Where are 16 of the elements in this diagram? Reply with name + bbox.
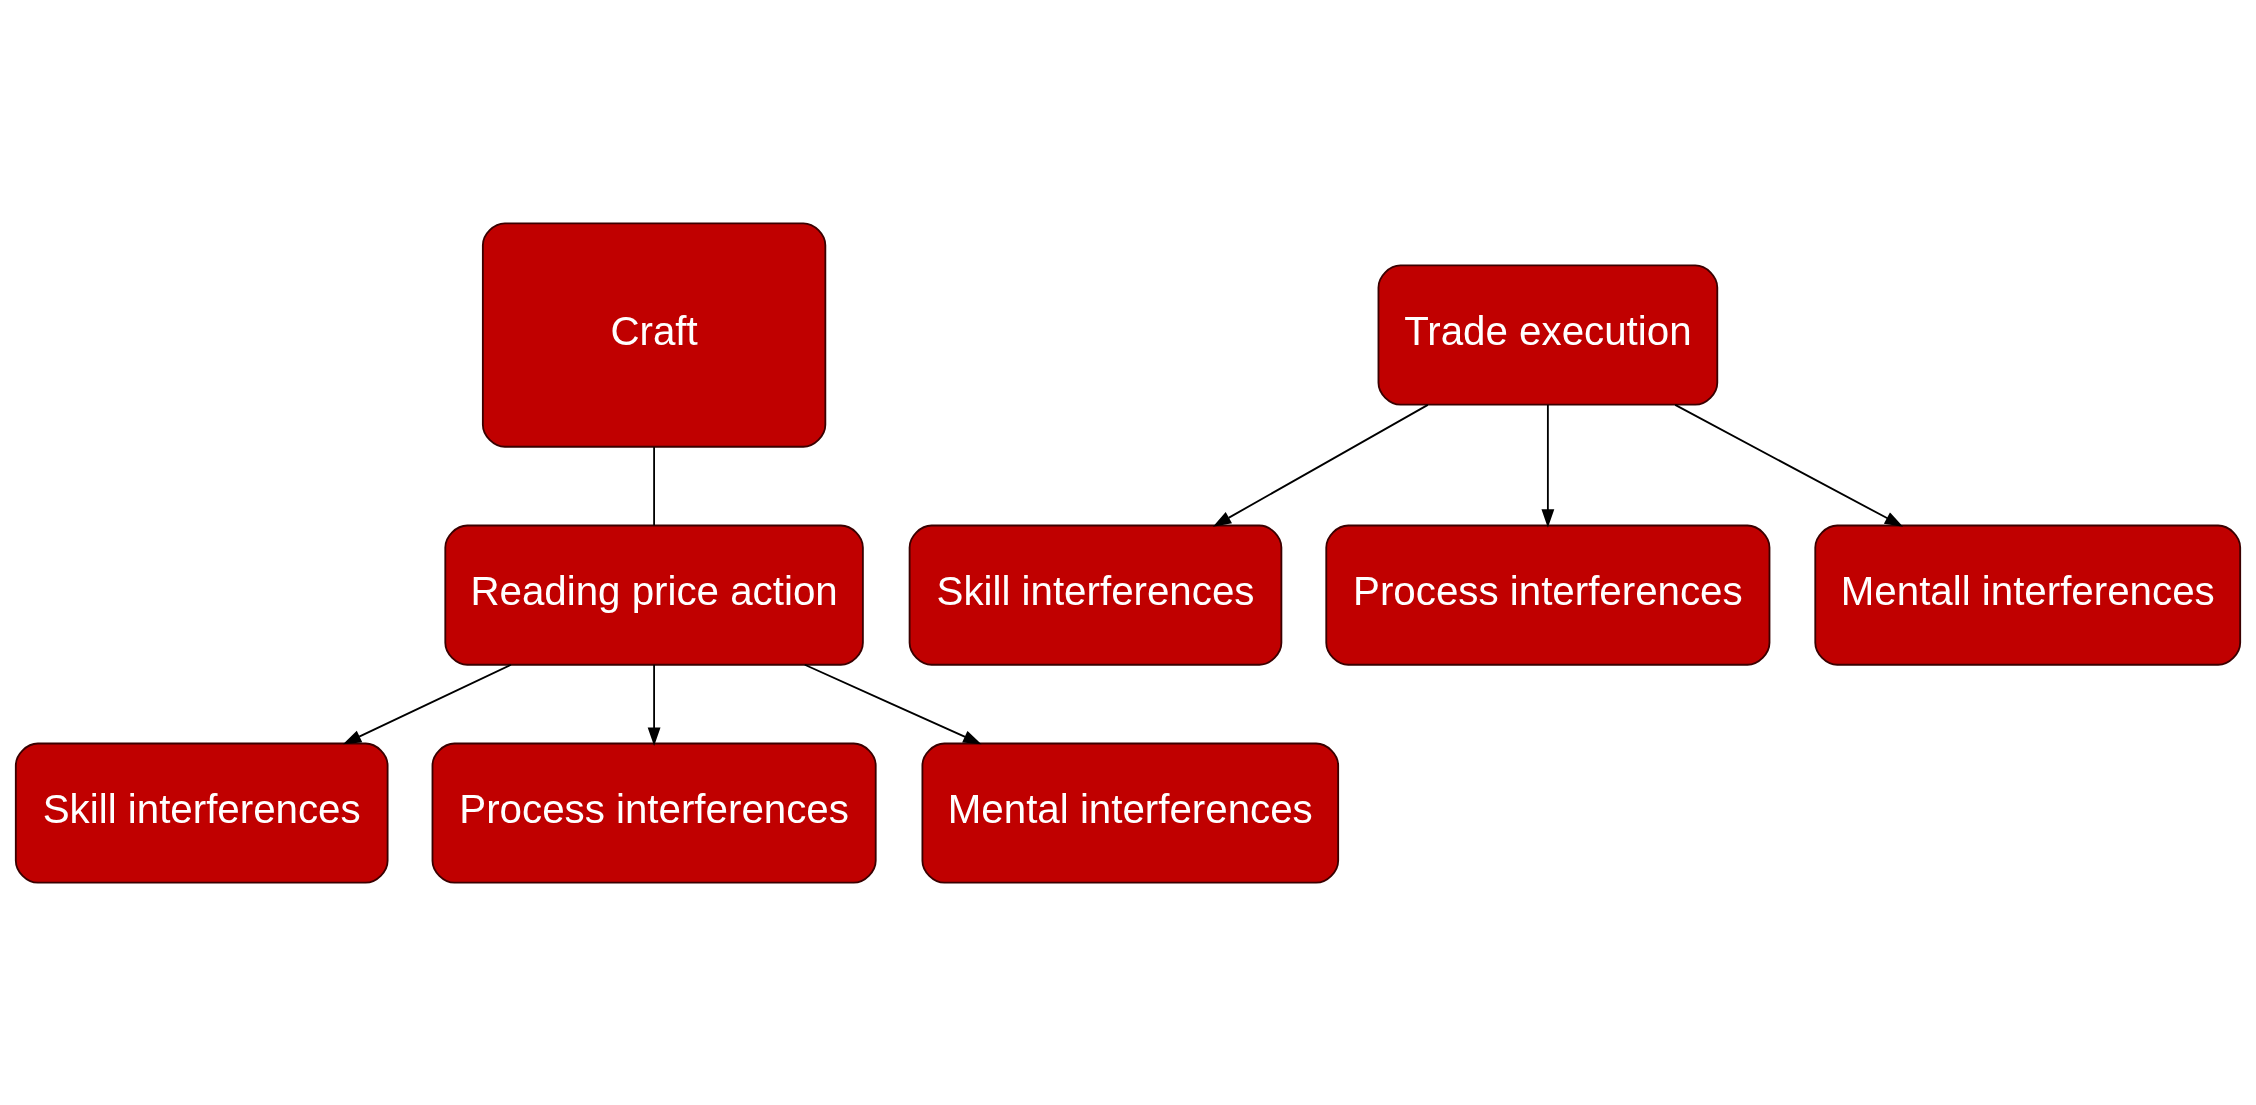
- node-box: Process interferences: [1325, 524, 1771, 666]
- arrow: [647, 663, 661, 746]
- arrow: [1674, 403, 1904, 527]
- node-box: Reading price action: [444, 524, 864, 666]
- node-box: Skill interferences: [14, 742, 389, 884]
- arrow: [1212, 403, 1429, 527]
- node-box: Skill interferences: [908, 524, 1283, 666]
- connector: [653, 445, 655, 526]
- node-box: Trade execution: [1377, 264, 1719, 406]
- arrow: [342, 663, 512, 744]
- node-box: Mentall interferences: [1814, 524, 2242, 666]
- node-box: Process interferences: [431, 742, 877, 884]
- node-box: Mental interferences: [921, 742, 1340, 884]
- arrow: [803, 663, 982, 744]
- node-box: Craft: [481, 221, 827, 448]
- arrow: [1541, 403, 1555, 528]
